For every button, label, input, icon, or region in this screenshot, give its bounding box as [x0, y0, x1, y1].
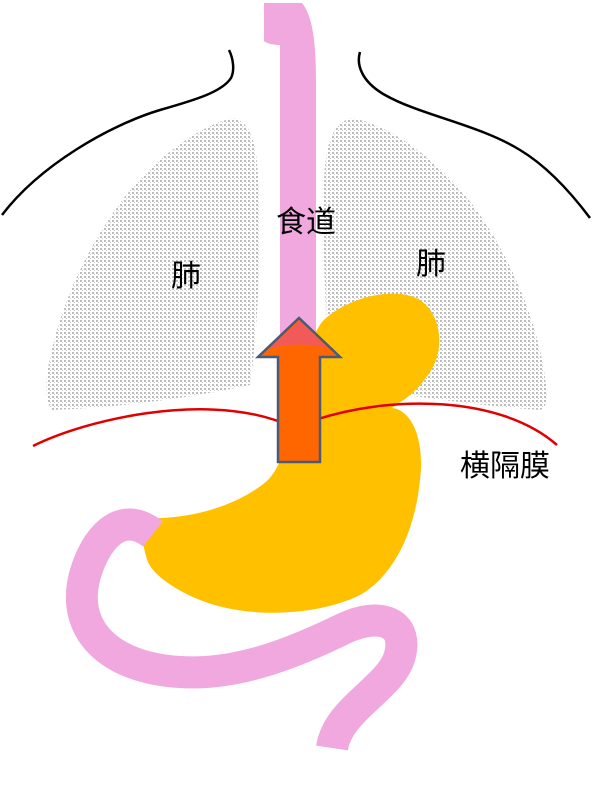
- esophagus-label: 食道: [276, 205, 336, 240]
- reflux-arrow-icon: [254, 316, 344, 464]
- right-shoulder-outline: [357, 51, 591, 219]
- intestine: [65, 508, 418, 752]
- esophagus: [264, 3, 316, 350]
- left-shoulder-outline: [1, 49, 235, 216]
- diaphragm-label: 横隔膜: [460, 449, 550, 484]
- left-lung-label: 肺: [171, 259, 201, 294]
- left-lung: [46, 118, 260, 410]
- right-lung-label: 肺: [416, 247, 446, 282]
